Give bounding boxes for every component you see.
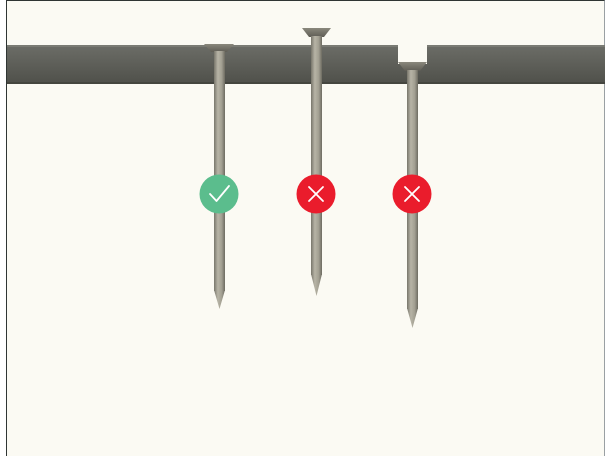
wrong-marker-3	[393, 175, 432, 214]
wooden-board	[7, 43, 605, 84]
correct-marker-1	[200, 175, 239, 214]
wrong-marker-2	[297, 175, 336, 214]
